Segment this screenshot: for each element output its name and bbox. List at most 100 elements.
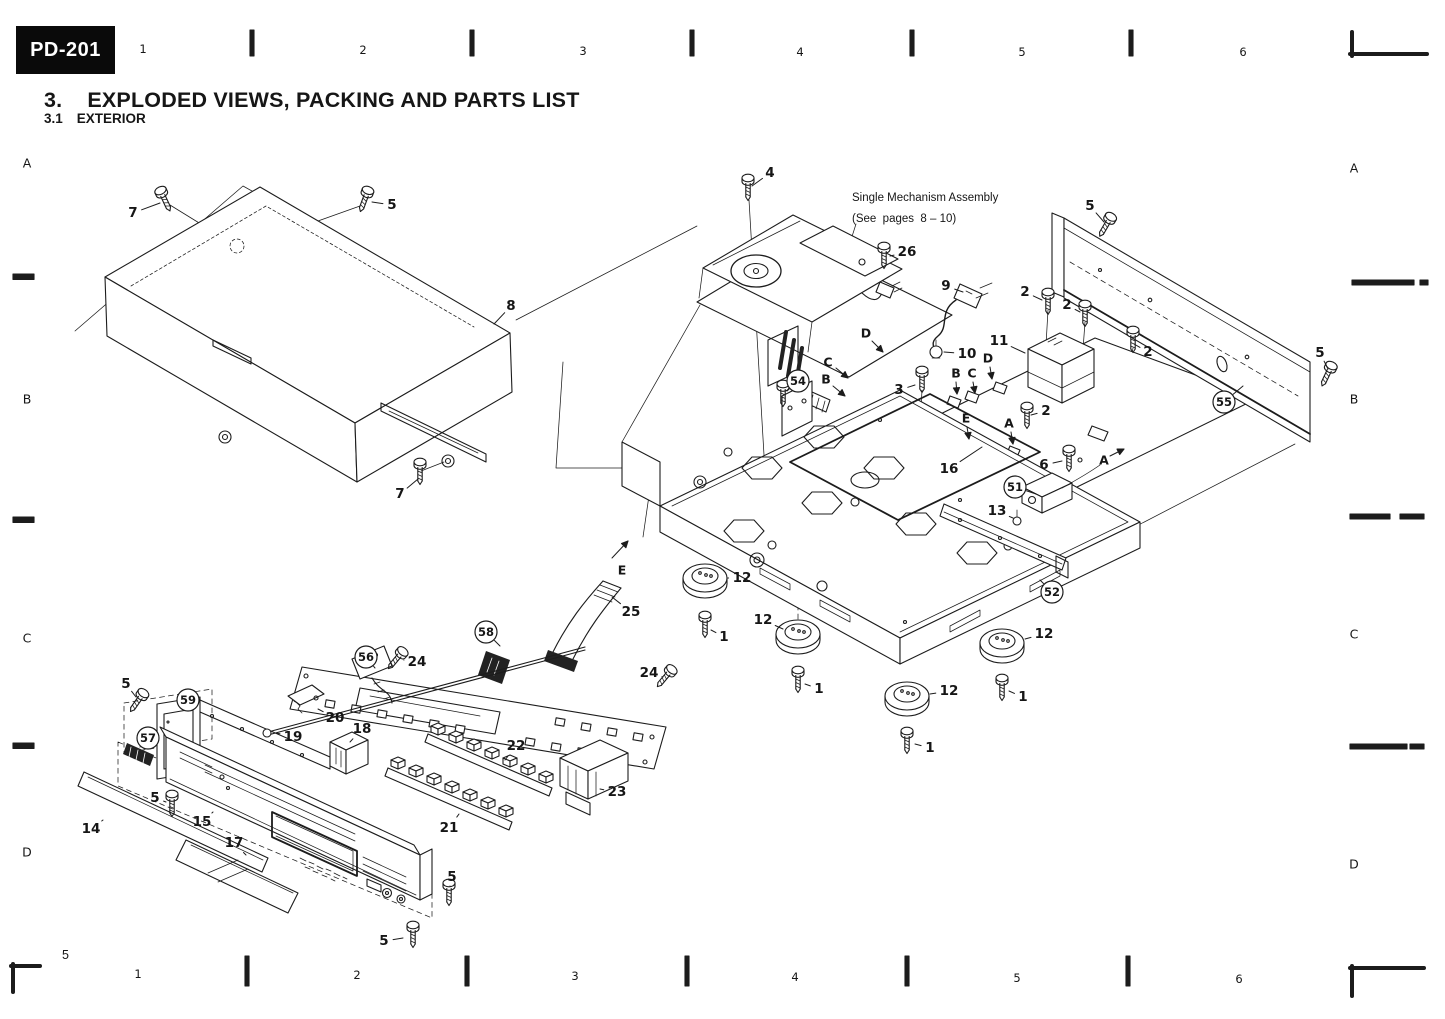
- callout-leader: [612, 597, 621, 604]
- part-callout: 1: [719, 629, 728, 645]
- wire-reference-letter: B: [951, 366, 961, 381]
- grid-row-letter-left: B: [23, 392, 32, 407]
- callout-leader: [915, 744, 921, 746]
- chassis-drawing: [622, 381, 1140, 664]
- callout-leader: [372, 202, 383, 204]
- grid-tick-bottom: [685, 956, 689, 986]
- part-callout: 6: [1039, 457, 1048, 473]
- subsection-title: 3.1 EXTERIOR: [44, 111, 146, 126]
- callout-leader: [752, 178, 763, 186]
- reference-arrowhead: [988, 372, 994, 379]
- part-callout: 5: [379, 933, 388, 949]
- trim-plate-drawing: [78, 772, 268, 872]
- part-callout: 5: [387, 197, 396, 213]
- callout-leader: [1324, 361, 1328, 369]
- wire-reference-letter: B: [821, 372, 831, 387]
- grid-column-number-top: 1: [139, 42, 146, 56]
- grid-tick-top: [250, 30, 254, 56]
- callout-leader: [393, 938, 403, 940]
- edge-bar-right: [1400, 514, 1424, 519]
- grid-column-number-bottom: 6: [1235, 972, 1242, 986]
- callout-leader: [805, 684, 810, 686]
- wire-reference-letter: E: [962, 411, 971, 426]
- callout-leader: [494, 313, 505, 324]
- display-pcb-drawing: [290, 651, 666, 769]
- callout-leader: [890, 255, 894, 256]
- grid-column-number-top: 5: [1018, 45, 1025, 59]
- part-callout: 23: [608, 784, 627, 800]
- part-callout: 1: [925, 740, 934, 756]
- callout-leader: [1026, 491, 1036, 494]
- part-callout: 1: [1018, 689, 1027, 705]
- part-callout: 2: [1041, 403, 1050, 419]
- rod-19-drawing: [263, 647, 585, 737]
- callout-leader: [1134, 344, 1140, 347]
- side-rail-drawing: [940, 504, 1068, 578]
- callout-leader: [1025, 637, 1031, 639]
- callout-leader: [407, 479, 418, 488]
- part-callout: 8: [506, 298, 515, 314]
- callout-leader: [955, 289, 963, 292]
- part-callout: 24: [640, 665, 659, 681]
- callout-leader: [1033, 296, 1042, 300]
- grid-tick-top: [470, 30, 474, 56]
- part-callout: 3: [894, 382, 903, 398]
- part-callout: 19: [284, 729, 303, 745]
- annotation-line2: (See pages 8 – 10): [852, 213, 957, 225]
- part-callout: 13: [988, 503, 1007, 519]
- window-glass-drawing: [176, 840, 298, 913]
- callout-leader: [102, 820, 103, 821]
- section-number: 3.: [44, 88, 63, 112]
- callout-leader: [132, 691, 136, 697]
- callout-circle: [475, 621, 497, 643]
- wire-reference-letter: D: [861, 326, 871, 341]
- section-title-text: EXPLODED VIEWS, PACKING AND PARTS LIST: [87, 88, 580, 112]
- callout-leader: [1075, 309, 1080, 312]
- edge-bar-right: [1410, 744, 1424, 749]
- reference-arrowhead: [1117, 449, 1124, 455]
- callout-leader: [277, 733, 280, 734]
- part-callout: 25: [622, 604, 641, 620]
- subsection-title-text: EXTERIOR: [76, 111, 146, 126]
- edge-bar-right: [1352, 280, 1414, 285]
- part-callout: 57: [140, 731, 156, 745]
- callout-leader: [1053, 461, 1062, 463]
- callout-leader: [1233, 386, 1243, 394]
- reference-arrowhead: [841, 372, 848, 378]
- callout-leader: [930, 693, 936, 694]
- part-callout: 24: [408, 654, 427, 670]
- grid-tick-bottom: [905, 956, 909, 986]
- grid-tick-bottom: [245, 956, 249, 986]
- grid-row-letter-left: A: [23, 156, 32, 171]
- grid-row-letter-right: A: [1350, 161, 1359, 176]
- registration-marks: [11, 32, 1427, 996]
- callout-circle: [177, 689, 199, 711]
- model-label: PD-201: [30, 38, 101, 61]
- wire-reference-letter: A: [1004, 416, 1014, 431]
- callout-leader: [944, 352, 954, 353]
- callout-leader: [457, 814, 459, 817]
- part-callout: 54: [790, 374, 806, 388]
- grid-tick-top: [910, 30, 914, 56]
- part-callout: 11: [990, 333, 1009, 349]
- button-strip-21-drawing: [385, 756, 514, 830]
- subsection-number: 3.1: [44, 111, 63, 126]
- grid-column-number-top: 4: [796, 45, 803, 59]
- grid-tick-bottom: [1126, 956, 1130, 986]
- callout-leader: [495, 641, 501, 647]
- callout-leader: [787, 389, 789, 391]
- top-cover-drawing: [105, 187, 512, 482]
- reference-arrowhead: [838, 390, 845, 396]
- callout-leader: [1009, 691, 1015, 693]
- part-callout: 58: [478, 625, 494, 639]
- part-callout: 56: [358, 650, 374, 664]
- part-callout: 22: [507, 738, 526, 754]
- callout-leader: [318, 709, 323, 712]
- part-callout: 20: [326, 710, 345, 726]
- callout-leader: [244, 853, 247, 856]
- power-transformer-drawing: [1028, 333, 1094, 403]
- callout-leader: [1031, 413, 1037, 415]
- mechanism-assembly-drawing: [697, 215, 952, 412]
- callout-circle: [787, 370, 809, 392]
